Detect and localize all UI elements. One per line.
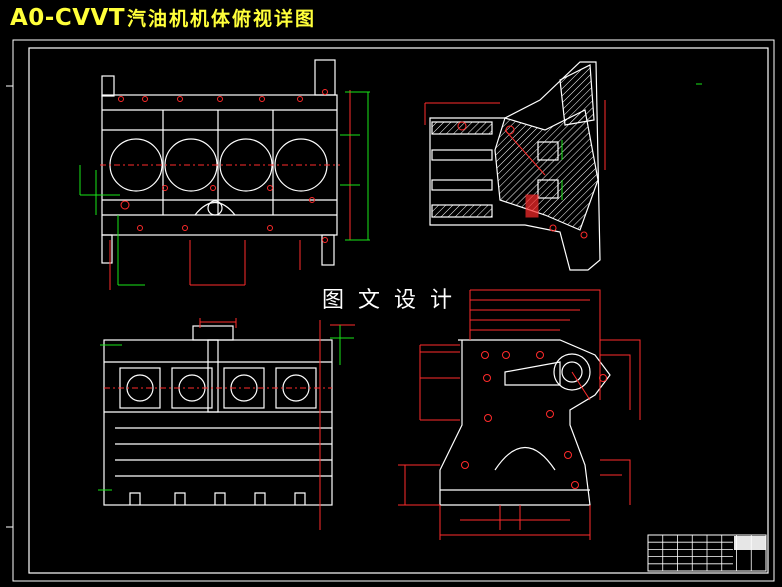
leader-line xyxy=(504,129,546,176)
camshaft-bore xyxy=(553,353,591,391)
bolt-hole xyxy=(322,237,328,243)
bolt-hole xyxy=(481,351,489,359)
center-web xyxy=(207,339,219,413)
dimension-lines-base xyxy=(398,459,631,506)
section-marker xyxy=(525,194,539,218)
inner-border xyxy=(28,47,769,574)
bolt-hole xyxy=(120,200,130,210)
end-outline xyxy=(439,339,611,506)
bolt-hole xyxy=(599,374,607,382)
bolt-hole xyxy=(297,96,303,102)
bolt-hole xyxy=(502,351,510,359)
bolt-hole xyxy=(484,414,492,422)
gallery xyxy=(431,179,493,191)
bolt-hole xyxy=(162,185,168,191)
bolt-hole xyxy=(142,96,148,102)
bolt-hole xyxy=(177,96,183,102)
watermark-text: 图文设计 xyxy=(322,288,467,313)
bolt-hole xyxy=(137,225,143,231)
bolt-hole xyxy=(217,96,223,102)
oil-gallery xyxy=(207,200,223,216)
dimension-lines-left xyxy=(419,344,460,421)
front-leg xyxy=(101,234,113,264)
outer-border xyxy=(12,39,775,582)
leader-line xyxy=(571,371,591,401)
bolt-hole xyxy=(118,96,124,102)
crank-boss xyxy=(194,201,236,216)
hatched-section xyxy=(494,109,599,231)
bolt-hole xyxy=(564,451,572,459)
bore-window xyxy=(119,367,161,409)
front-view[interactable] xyxy=(98,318,355,530)
bolt-hole xyxy=(457,121,467,131)
bolt-hole xyxy=(483,374,491,382)
bolt-hole xyxy=(505,125,515,135)
bolt-hole xyxy=(571,481,579,489)
hatched-section xyxy=(559,64,595,126)
title-block[interactable] xyxy=(647,534,767,572)
camshaft-bore-inner xyxy=(561,361,583,383)
bolt-hole xyxy=(309,197,315,203)
sump-flange-bosses xyxy=(129,492,306,505)
front-boss xyxy=(101,75,115,97)
hatched-rib xyxy=(431,121,493,135)
bolt-hole xyxy=(267,185,273,191)
bolt-hole xyxy=(322,89,328,95)
section-outline xyxy=(429,61,601,271)
top-boss xyxy=(192,325,234,341)
bolt-hole xyxy=(546,410,554,418)
bolt-hole xyxy=(549,224,557,232)
rear-leg xyxy=(321,234,335,266)
dimension-lines-top xyxy=(469,289,601,400)
oil-pump-arm xyxy=(504,361,561,386)
gallery xyxy=(431,149,493,161)
bolt-hole xyxy=(259,96,265,102)
end-view[interactable] xyxy=(398,289,641,540)
bolt-hole xyxy=(461,461,469,469)
bolt-hole xyxy=(536,351,544,359)
title-description: 汽油机机体俯视详图 xyxy=(127,8,317,30)
top-view[interactable] xyxy=(79,59,370,290)
bolt-hole xyxy=(267,225,273,231)
bearing-cap xyxy=(537,141,559,161)
title-block-logo xyxy=(734,536,766,550)
hatched-rib xyxy=(431,204,493,218)
title-model: A0-CVVT xyxy=(10,5,126,31)
crank-bore xyxy=(494,446,556,471)
dimension-lines-right xyxy=(600,339,641,420)
dimension-lines-bottom xyxy=(439,505,591,540)
bolt-hole xyxy=(182,225,188,231)
bolt-hole xyxy=(580,231,588,239)
side-section-view[interactable] xyxy=(424,61,702,271)
bolt-hole xyxy=(210,185,216,191)
bearing-cap xyxy=(537,179,559,199)
